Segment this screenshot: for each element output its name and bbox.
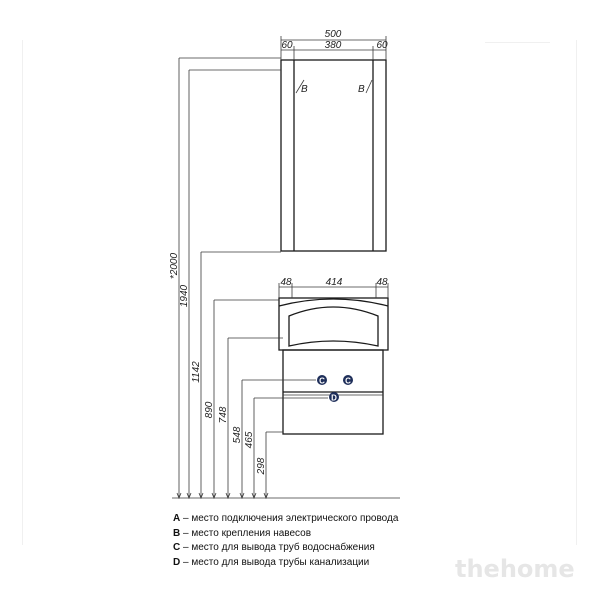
mirror-cabinet: 500 60 380 60 B B [280, 29, 388, 252]
legend-text: – место подключения электрического прово… [180, 513, 399, 524]
dim-width-48-right: 48 [376, 277, 388, 288]
legend-item-b: B – место крепления навесов [173, 527, 398, 542]
marker-c-left: C [319, 377, 325, 386]
height-label-0: *2000 [169, 252, 180, 279]
marker-c-left-dot [317, 375, 327, 385]
height-arrow-7 [263, 492, 269, 500]
legend-item-c: C – место для вывода труб водоснабжения [173, 541, 398, 556]
marker-c-right: C [345, 377, 351, 386]
height-label-2: 1142 [191, 361, 202, 383]
dim-width-500: 500 [325, 29, 342, 40]
legend-key: C [173, 542, 181, 553]
height-arrow-0 [176, 492, 182, 500]
legend-key: B [173, 527, 181, 539]
watermark-logo: thehome [455, 555, 575, 583]
height-arrow-2 [198, 492, 204, 500]
frame-border-right [576, 40, 577, 545]
height-label-6: 465 [244, 431, 255, 448]
basin-outline [278, 297, 389, 351]
marker-b-left: B [301, 84, 308, 95]
height-label-1: 1940 [179, 284, 190, 307]
frame-border-left [22, 40, 23, 545]
vanity-unit: 48 414 48 C C D [278, 277, 389, 435]
dim-width-414: 414 [326, 277, 343, 288]
marker-d: D [331, 394, 337, 403]
legend: A – место подключения электрического про… [173, 512, 398, 570]
legend-text: – место крепления навесов [180, 527, 312, 539]
marker-b-right-leader [365, 79, 373, 94]
dim-width-48-left: 48 [280, 277, 292, 288]
legend-item-a: A – место подключения электрического про… [173, 512, 398, 527]
legend-text: – место для вывода труб водоснабжения [180, 542, 375, 553]
height-label-5: 548 [232, 426, 243, 443]
frame-border-top [485, 42, 550, 43]
legend-item-d: D – место для вывода трубы канализации [173, 556, 398, 571]
mirror-cabinet-outline [280, 59, 387, 252]
legend-key: D [173, 556, 181, 568]
height-label-7: 298 [256, 457, 267, 475]
height-label-3: 890 [204, 401, 215, 418]
marker-c-right-dot [343, 375, 353, 385]
height-arrow-3 [211, 492, 217, 500]
height-arrow-4 [225, 492, 231, 500]
dim-width-60-left: 60 [281, 40, 293, 51]
basin-rim [278, 298, 389, 307]
basin-bowl [288, 306, 379, 347]
dim-width-60-right: 60 [376, 40, 388, 51]
marker-b-left-leader [295, 79, 305, 94]
height-arrow-6 [251, 492, 257, 500]
dim-width-380: 380 [325, 40, 342, 51]
height-label-4: 748 [218, 406, 229, 423]
legend-text: – место для вывода трубы канализации [180, 556, 370, 568]
height-arrow-1 [186, 492, 192, 500]
height-arrow-5 [239, 492, 245, 500]
marker-b-right: B [358, 84, 365, 95]
legend-key: A [173, 513, 181, 524]
marker-d-dot [329, 392, 339, 402]
